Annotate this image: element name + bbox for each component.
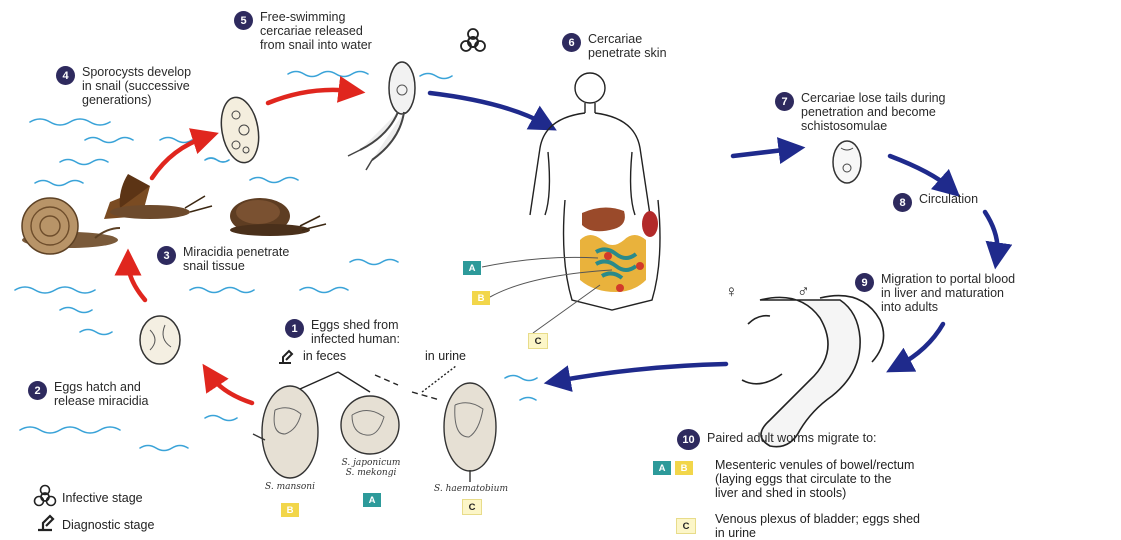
- step-10: 10 Paired adult worms migrate to:: [677, 428, 877, 450]
- step-4-number: 4: [56, 66, 75, 85]
- step-8-number: 8: [893, 193, 912, 212]
- step-5-label: Free-swimming cercariae released from sn…: [260, 10, 372, 52]
- step-9: 9 Migration to portal blood in liver and…: [855, 272, 1015, 314]
- adult-worms: [742, 296, 884, 447]
- step-5: 5 Free-swimming cercariae released from …: [234, 10, 372, 52]
- badge-b-destination: B: [675, 461, 693, 475]
- blue-arrows: [430, 93, 998, 381]
- badge-a-abdomen: A: [463, 261, 481, 275]
- step-3-label: Miracidia penetrate snail tissue: [183, 245, 289, 273]
- step-8: 8 Circulation: [893, 192, 978, 212]
- human-figure: [530, 73, 650, 215]
- step-2-label: Eggs hatch and release miracidia: [54, 380, 148, 408]
- step-6-label: Cercariae penetrate skin: [588, 32, 667, 60]
- step-3-number: 3: [157, 246, 176, 265]
- badge-c-haematobium: C: [462, 499, 482, 515]
- snail-3: [230, 198, 326, 236]
- microscope-icon: [279, 351, 292, 363]
- legend-diagnostic-label: Diagnostic stage: [62, 518, 154, 532]
- legend-microscope-icon: [38, 516, 53, 530]
- step-3: 3 Miracidia penetrate snail tissue: [157, 245, 289, 273]
- badge-c-destination: C: [676, 518, 696, 534]
- legend-infective-label: Infective stage: [62, 491, 143, 505]
- egg-japonicum: [341, 396, 399, 454]
- destination-ab-text: Mesenteric venules of bowel/rectum (layi…: [715, 458, 914, 500]
- sporocyst: [217, 94, 264, 165]
- step-4-label: Sporocysts develop in snail (successive …: [82, 65, 191, 107]
- step-1-number: 1: [285, 319, 304, 338]
- snail-1: [22, 198, 120, 254]
- step-7: 7 Cercariae lose tails during penetratio…: [775, 91, 946, 133]
- step-7-number: 7: [775, 92, 794, 111]
- male-symbol: ♂: [797, 285, 810, 299]
- legend-biohazard-icon: [35, 486, 56, 506]
- miracidium: [140, 316, 180, 364]
- step-1: 1 Eggs shed from infected human:: [285, 318, 400, 346]
- step-10-number: 10: [677, 429, 700, 450]
- abdomen: [564, 200, 660, 310]
- snail-2: [104, 174, 212, 219]
- step-8-label: Circulation: [919, 192, 978, 206]
- step-4: 4 Sporocysts develop in snail (successiv…: [56, 65, 191, 107]
- female-symbol: ♀: [725, 285, 738, 299]
- badge-a-japonicum: A: [363, 493, 381, 507]
- cercaria: [348, 62, 415, 170]
- step-1-label: Eggs shed from infected human:: [311, 318, 400, 346]
- biohazard-icon: [461, 29, 485, 51]
- egg-haematobium: [444, 383, 496, 482]
- step-2: 2 Eggs hatch and release miracidia: [28, 380, 148, 408]
- species-japonicum: S. japonicum S. mekongi: [335, 458, 407, 478]
- species-haematobium: S. haematobium: [425, 484, 517, 494]
- badge-b-abdomen: B: [472, 291, 490, 305]
- badge-a-destination: A: [653, 461, 671, 475]
- species-mansoni: S. mansoni: [255, 482, 325, 492]
- step-7-label: Cercariae lose tails during penetration …: [801, 91, 946, 133]
- egg-route-lines: [300, 366, 456, 400]
- badge-b-mansoni: B: [281, 503, 299, 517]
- step-9-label: Migration to portal blood in liver and m…: [881, 272, 1015, 314]
- egg-mansoni: [253, 386, 318, 478]
- destination-c-text: Venous plexus of bladder; eggs shed in u…: [715, 512, 920, 540]
- step-6-number: 6: [562, 33, 581, 52]
- step-10-label: Paired adult worms migrate to:: [707, 431, 877, 445]
- schistosomulum: [833, 141, 861, 183]
- in-urine-label: in urine: [425, 349, 466, 363]
- step-6: 6 Cercariae penetrate skin: [562, 32, 667, 60]
- badge-c-abdomen: C: [528, 333, 548, 349]
- in-feces-label: in feces: [303, 349, 346, 363]
- step-9-number: 9: [855, 273, 874, 292]
- step-5-number: 5: [234, 11, 253, 30]
- step-2-number: 2: [28, 381, 47, 400]
